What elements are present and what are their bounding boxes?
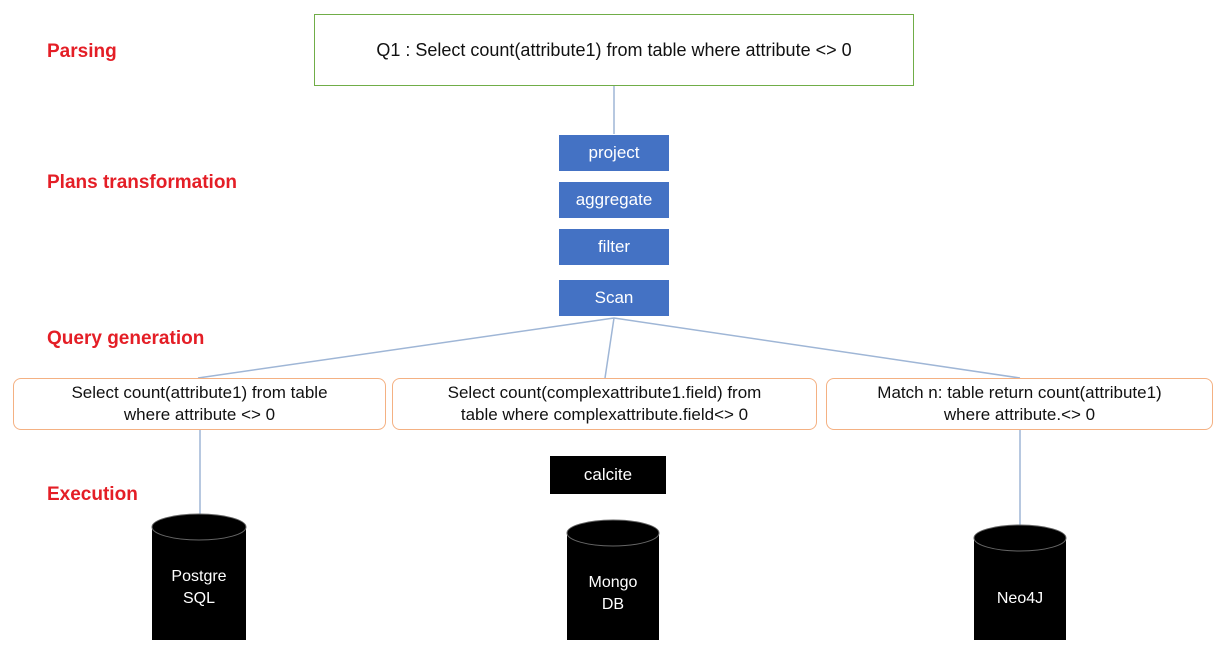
calcite-adapter-box: calcite: [550, 456, 666, 494]
plan-op-scan: Scan: [559, 280, 669, 316]
stage-label-parsing: Parsing: [47, 41, 117, 62]
database-label-line: DB: [601, 596, 625, 613]
database-label-line: Postgre: [171, 568, 227, 585]
neo4j-database-icon: [973, 524, 1067, 640]
plan-op-project: project: [559, 135, 669, 171]
database-label-line: SQL: [182, 590, 215, 607]
database-label-postgresql: Postgre SQL: [152, 566, 246, 610]
generated-query-line: table where complexattribute.field<> 0: [460, 405, 749, 424]
generated-query-neo4j: Match n: table return count(attribute1) …: [826, 378, 1213, 430]
generated-query-line: where attribute <> 0: [123, 405, 276, 424]
plan-op-filter: filter: [559, 229, 669, 265]
database-label-neo4j: Neo4J: [974, 588, 1066, 610]
database-label-mongodb: Mongo DB: [567, 572, 659, 616]
connector-scan-to-mongo-query: [604, 317, 615, 379]
stage-label-plans-transformation: Plans transformation: [47, 172, 238, 193]
plan-op-aggregate: aggregate: [559, 182, 669, 218]
generated-query-line: Match n: table return count(attribute1): [877, 383, 1162, 402]
generated-query-postgres: Select count(attribute1) from table wher…: [13, 378, 386, 430]
stage-label-query-generation: Query generation: [47, 328, 205, 349]
generated-query-line: where attribute.<> 0: [943, 405, 1096, 424]
connector-scan-to-neo4j-query: [613, 317, 1021, 379]
connector-scan-to-postgres-query: [197, 317, 615, 379]
generated-query-line: Select count(complexattribute1.field) fr…: [447, 383, 762, 402]
database-label-line: Mongo: [588, 574, 638, 591]
generated-query-line: Select count(attribute1) from table: [71, 383, 328, 402]
postgresql-database-icon: [151, 513, 247, 640]
parsed-query-box: Q1 : Select count(attribute1) from table…: [314, 14, 914, 86]
stage-label-execution: Execution: [47, 484, 138, 505]
generated-query-mongo: Select count(complexattribute1.field) fr…: [392, 378, 817, 430]
parsed-query-text: Q1 : Select count(attribute1) from table…: [376, 39, 852, 60]
mongodb-database-icon: [566, 519, 660, 640]
database-label-line: Neo4J: [996, 590, 1044, 607]
